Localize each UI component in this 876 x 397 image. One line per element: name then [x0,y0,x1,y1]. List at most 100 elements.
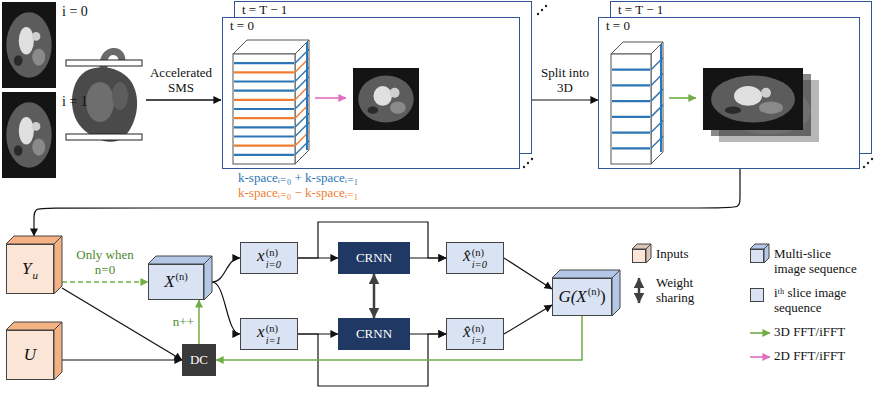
legend-text: iᵗʰ slice image sequence [774,286,860,316]
node-label: t = T − 1 [235,2,294,18]
math-subo: u [32,269,38,281]
math-base: x̂ [463,322,471,341]
frame-illustration [599,18,861,170]
math-base: Y [22,259,31,278]
flow-arrow [212,258,240,282]
mri-image [2,92,56,178]
legend-item: 3D FFT/iFFT [750,325,870,340]
flow-arrow [504,258,552,289]
slice-label: i = 0 [62,4,88,20]
node-label: CRNN [356,327,392,342]
legend-text: Multi-slice image sequence [774,247,860,277]
slice-box: x̂(n)i=0 [446,242,504,274]
time-frame: t = 0 [222,17,520,169]
edge-label: Split into 3D [536,66,594,96]
math-tail: ) [600,287,606,306]
legend-item: Inputs [632,247,746,262]
arrow-label: Accelerated SMS [146,66,216,96]
time-frame: t = 0 [598,17,860,169]
dc-block: DC [182,344,216,376]
legend-item: Weight sharing [632,276,718,306]
node-text: DC [190,352,208,367]
math-supo: (n) [588,286,600,297]
legend-text: Weight sharing [656,276,718,306]
legend-text: 2D FFT/iFFT [774,349,870,364]
math-base: x [257,322,265,341]
kspace-note: k-spaceᵢ₌₀ + k-spaceᵢ₌₁ [238,171,358,186]
fft-2d-arrow [315,97,346,99]
block-faces [750,244,771,265]
crnn-block: CRNN [338,318,410,350]
math-base: G(X [558,287,586,306]
node-label: x(n)i=0 [257,246,281,269]
fft-3d-arrow [669,97,696,99]
slice-box: x(n)i=1 [240,318,298,350]
node-label: DC [190,353,208,368]
ellipsis-dots [523,5,873,168]
sequence-swatch [750,249,764,263]
fft-connector [198,300,200,344]
node-text: t = T − 1 [242,2,287,17]
sequence-block: X(n) [148,264,204,300]
node-text: CRNN [356,326,392,341]
kspace-volume [611,42,663,164]
legend-item: Multi-slice image sequence [750,247,860,277]
node-label: t = 0 [599,18,637,34]
legend-text: Inputs [656,247,746,262]
node-label: x̂(n)i=1 [463,322,487,345]
slice-label: i = 1 [62,94,88,110]
script-stack: (n)i=0 [472,247,487,269]
math-sup: (n) [472,247,487,258]
math-sup: (n) [266,323,281,334]
slice-swatch [750,288,764,302]
sms-arrow [146,99,221,100]
math-sub: i=1 [472,335,487,346]
legend-symbol [632,276,654,304]
flow-arrow [212,282,240,334]
math-base: x [257,246,265,265]
script-stack: (n)i=1 [266,323,281,345]
math-supo: (n) [176,271,188,282]
node-label: x̂(n)i=0 [463,246,487,269]
flow-arrow [532,99,598,100]
math-sub: i=0 [266,259,281,270]
node-label: CRNN [356,251,392,266]
node-label: t = 0 [223,18,261,34]
math-sup: (n) [472,323,487,334]
legend-item: iᵗʰ slice image sequence [750,286,860,316]
legend-text: 3D FFT/iFFT [774,325,870,340]
crnn-block: CRNN [338,242,410,274]
node-text: CRNN [356,250,392,265]
node-label: Yu [22,259,38,279]
node-text: t = T − 1 [618,2,663,17]
math-base: U [24,345,36,364]
block-faces [6,236,64,296]
frame-illustration [223,18,521,170]
edge-label: n++ [173,315,194,330]
legend-item: 2D FFT/iFFT [750,349,870,364]
node-label: x(n)i=1 [257,322,281,345]
mri-image [353,68,419,130]
script-stack: (n)i=0 [266,247,281,269]
mri-image [703,68,803,130]
flow-arrow [504,305,552,334]
fft-connector [216,316,582,360]
node-label: G(X(n)) [558,287,605,307]
input-block: U [6,330,54,380]
math-sub: i=0 [472,259,487,270]
node-text: t = 0 [230,18,254,33]
node-label: t = T − 1 [611,2,670,18]
math-base: X [164,272,174,291]
math-sup: (n) [266,247,281,258]
fft-connector [62,281,148,283]
input-swatch [632,249,646,263]
node-label: X(n) [164,272,188,292]
legend-symbol [750,349,772,377]
math-sub: i=1 [266,335,281,346]
node-label: U [24,345,36,365]
legend-symbol [750,325,772,353]
kspace-volume [233,40,309,164]
slice-box: x̂(n)i=1 [446,318,504,350]
input-block: Yu [6,244,54,294]
edge-label: Only when n=0 [69,248,141,278]
